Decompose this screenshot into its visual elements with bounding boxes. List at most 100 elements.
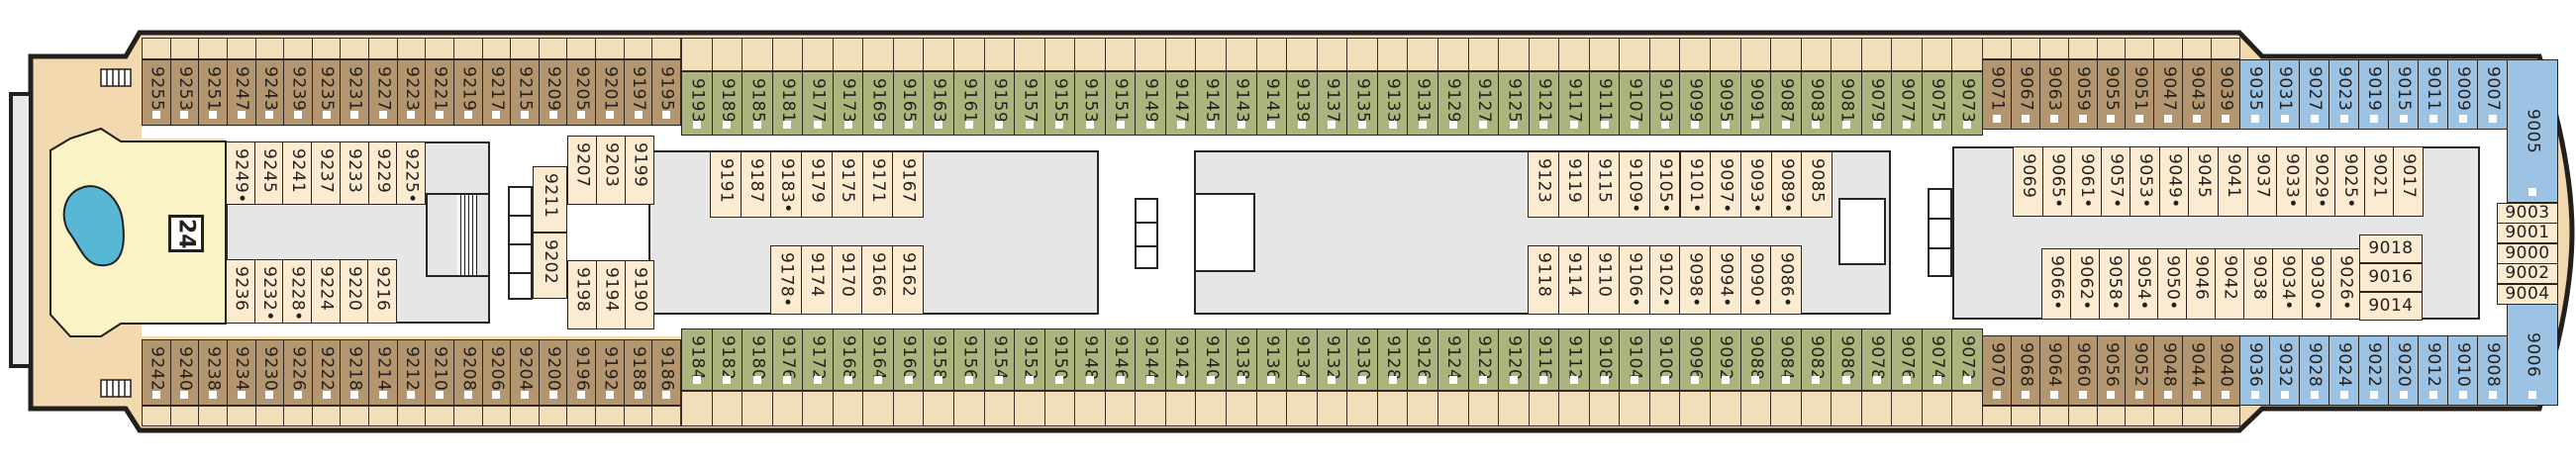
cabin[interactable]: 9101• bbox=[1679, 151, 1712, 218]
cabin[interactable]: 9074 bbox=[1921, 328, 1953, 391]
cabin[interactable]: 9223 bbox=[396, 59, 427, 126]
cabin[interactable]: 9169 bbox=[862, 71, 894, 136]
cabin[interactable]: 9123 bbox=[1528, 151, 1559, 218]
cabin[interactable]: 9185 bbox=[742, 71, 773, 136]
cabin[interactable]: 9036 bbox=[2239, 335, 2270, 406]
cabin[interactable]: 9022 bbox=[2358, 335, 2389, 406]
cabin[interactable]: 9191 bbox=[710, 151, 742, 218]
cabin[interactable]: 9056 bbox=[2096, 335, 2127, 406]
cabin[interactable]: 9140 bbox=[1195, 328, 1228, 391]
cabin[interactable]: 9159 bbox=[983, 71, 1016, 136]
cabin[interactable]: 9092 bbox=[1709, 328, 1741, 391]
cabin[interactable]: 9038 bbox=[2243, 248, 2274, 320]
cabin[interactable]: 9183• bbox=[770, 151, 803, 218]
cabin[interactable]: 9119 bbox=[1557, 151, 1590, 218]
cabin[interactable]: 9139 bbox=[1286, 71, 1318, 136]
cabin[interactable]: 9148 bbox=[1074, 328, 1106, 391]
cabin[interactable]: 9019 bbox=[2358, 59, 2389, 130]
cabin[interactable]: 9209 bbox=[538, 59, 568, 126]
cabin[interactable]: 9076 bbox=[1891, 328, 1923, 391]
cabin[interactable]: 9154 bbox=[983, 328, 1016, 391]
cabin[interactable]: 9215 bbox=[510, 59, 540, 126]
cabin[interactable]: 9182 bbox=[711, 328, 743, 391]
cabin[interactable]: 9147 bbox=[1164, 71, 1197, 136]
cabin[interactable]: 9000 bbox=[2497, 242, 2558, 264]
cabin[interactable]: 9060 bbox=[2067, 335, 2098, 406]
cabin[interactable]: 9108 bbox=[1588, 328, 1621, 391]
cabin[interactable]: 9061• bbox=[2071, 146, 2102, 217]
cabin[interactable]: 9217 bbox=[481, 59, 512, 126]
cabin[interactable]: 9052 bbox=[2125, 335, 2155, 406]
cabin[interactable]: 9030• bbox=[2301, 248, 2331, 320]
cabin[interactable]: 9065• bbox=[2041, 146, 2073, 217]
cabin[interactable]: 9207 bbox=[567, 136, 597, 205]
cabin[interactable]: 9219 bbox=[452, 59, 483, 126]
cabin[interactable]: 9081 bbox=[1831, 71, 1862, 136]
cabin[interactable]: 9249• bbox=[226, 141, 255, 205]
cabin[interactable]: 9080 bbox=[1831, 328, 1862, 391]
cabin[interactable]: 9010 bbox=[2447, 335, 2478, 406]
cabin[interactable]: 9066• bbox=[2041, 248, 2072, 320]
cabin[interactable]: 9068 bbox=[2010, 335, 2040, 406]
cabin[interactable]: 9152 bbox=[1014, 328, 1045, 391]
cabin[interactable]: 9049• bbox=[2158, 146, 2190, 217]
cabin[interactable]: 9138 bbox=[1226, 328, 1257, 391]
cabin[interactable]: 9237 bbox=[311, 141, 341, 205]
cabin[interactable]: 9120 bbox=[1498, 328, 1530, 391]
cabin[interactable]: 9226 bbox=[283, 339, 313, 406]
cabin[interactable]: 9058• bbox=[2099, 248, 2130, 320]
cabin[interactable]: 9117 bbox=[1558, 71, 1590, 136]
cabin[interactable]: 9037 bbox=[2246, 146, 2278, 217]
cabin[interactable]: 9153 bbox=[1074, 71, 1106, 136]
cabin[interactable]: 9059 bbox=[2067, 59, 2098, 130]
cabin[interactable]: 9227 bbox=[368, 59, 398, 126]
cabin[interactable]: 9228• bbox=[282, 259, 312, 324]
cabin[interactable]: 9135 bbox=[1346, 71, 1378, 136]
cabin[interactable]: 9125 bbox=[1498, 71, 1530, 136]
cabin[interactable]: 9121 bbox=[1528, 71, 1560, 136]
cabin[interactable]: 9175 bbox=[831, 151, 863, 218]
cabin[interactable]: 9208 bbox=[452, 339, 483, 406]
cabin[interactable]: 9146 bbox=[1104, 328, 1137, 391]
cabin[interactable]: 9162 bbox=[892, 245, 924, 315]
cabin[interactable]: 9033• bbox=[2276, 146, 2307, 217]
cabin[interactable]: 9006 bbox=[2507, 304, 2558, 406]
cabin[interactable]: 9072 bbox=[1951, 328, 1983, 391]
cabin[interactable]: 9109• bbox=[1619, 151, 1650, 218]
cabin[interactable]: 9008 bbox=[2477, 335, 2508, 406]
cabin[interactable]: 9067 bbox=[2010, 59, 2040, 130]
cabin[interactable]: 9035 bbox=[2239, 59, 2270, 130]
cabin[interactable]: 9099 bbox=[1679, 71, 1711, 136]
cabin[interactable]: 9206 bbox=[481, 339, 512, 406]
cabin[interactable]: 9063 bbox=[2038, 59, 2069, 130]
cabin[interactable]: 9211 bbox=[533, 166, 567, 233]
cabin[interactable]: 9194 bbox=[596, 260, 626, 329]
cabin[interactable]: 9161 bbox=[953, 71, 985, 136]
cabin[interactable]: 9055 bbox=[2096, 59, 2127, 130]
cabin[interactable]: 9165 bbox=[892, 71, 925, 136]
cabin[interactable]: 9240 bbox=[169, 339, 200, 406]
cabin[interactable]: 9114 bbox=[1557, 245, 1590, 315]
cabin[interactable]: 9110 bbox=[1588, 245, 1620, 315]
cabin[interactable]: 9005 bbox=[2507, 59, 2558, 203]
cabin[interactable]: 9075 bbox=[1921, 71, 1953, 136]
cabin[interactable]: 9016 bbox=[2359, 263, 2423, 292]
cabin[interactable]: 9233 bbox=[339, 141, 369, 205]
cabin[interactable]: 9041 bbox=[2218, 146, 2248, 217]
cabin[interactable]: 9128 bbox=[1376, 328, 1409, 391]
cabin[interactable]: 9040 bbox=[2211, 335, 2240, 406]
cabin[interactable]: 9229 bbox=[367, 141, 398, 205]
cabin[interactable]: 9034• bbox=[2272, 248, 2303, 320]
cabin[interactable]: 9238 bbox=[198, 339, 228, 406]
cabin[interactable]: 9129 bbox=[1437, 71, 1469, 136]
cabin[interactable]: 9230 bbox=[254, 339, 285, 406]
cabin[interactable]: 9100 bbox=[1648, 328, 1681, 391]
cabin[interactable]: 9007 bbox=[2477, 59, 2508, 130]
cabin[interactable]: 9078 bbox=[1860, 328, 1893, 391]
cabin[interactable]: 9224 bbox=[311, 259, 341, 324]
cabin[interactable]: 9084 bbox=[1770, 328, 1802, 391]
cabin[interactable]: 9009 bbox=[2447, 59, 2478, 130]
cabin[interactable]: 9107 bbox=[1619, 71, 1650, 136]
cabin[interactable]: 9090• bbox=[1739, 245, 1772, 315]
cabin[interactable]: 9255 bbox=[142, 59, 171, 126]
